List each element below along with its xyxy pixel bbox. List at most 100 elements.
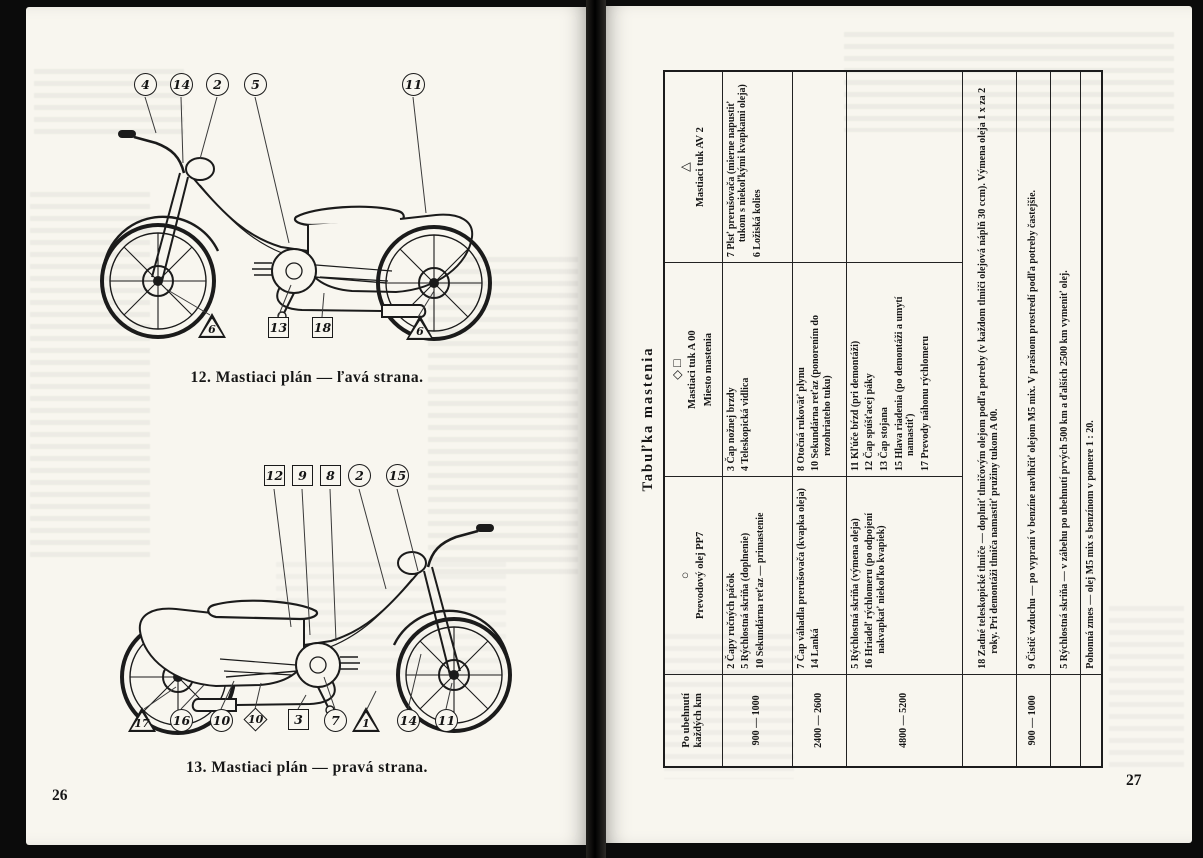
page-right: Tabuľka mastenia Po ubehnutí každých km …	[604, 6, 1192, 843]
book-spine	[586, 0, 606, 858]
lube-item: 13 Čap stojana	[878, 407, 890, 471]
header-lubrication-place: Miesto mastenia	[702, 332, 714, 407]
cell-note-air-cleaner: 9 Čistič vzduchu — po vypraní v benzíne …	[1016, 71, 1050, 675]
moped-illustration-right-side	[120, 488, 512, 735]
header-gear-oil: ○ Prevodový olej PP7	[664, 476, 722, 675]
km-cell: 900 — 1000	[722, 674, 792, 767]
lube-item: 14 Lanká	[810, 628, 822, 669]
lube-item: 5 Rýchlostná skriňa (doplnenie)	[740, 532, 752, 669]
moped-illustration-left-side	[100, 96, 492, 341]
cell-note-shock-absorbers: 18 Zadné teleskopické tlmiče — doplniť t…	[962, 71, 1016, 675]
cell-grease-a00: 3 Čap nožnej brzdy 4 Teleskopická vidlic…	[722, 262, 792, 477]
table-row: 2400 — 2600 7 Čap váhadla prerušovača (k…	[792, 71, 846, 767]
lube-item: 15 Hlava riadenia (po demontáži a umytí …	[893, 296, 917, 471]
lube-item: 17 Prevody náhonu rýchlomeru	[919, 335, 931, 471]
square-icon: □	[670, 359, 685, 367]
callout-square-3: 3	[288, 709, 309, 730]
km-cell	[1050, 674, 1080, 767]
header-grease-av2-label: Mastiaci tuk AV 2	[694, 127, 706, 208]
table-row: 18 Zadné teleskopické tlmiče — doplniť t…	[962, 71, 1016, 767]
table-row: 5 Rýchlostná skriňa — v zábehu po ubehnu…	[1050, 71, 1080, 767]
figure-caption-12: 12. Mastiaci plán — ľavá strana.	[190, 369, 424, 386]
page-number-right: 27	[1126, 772, 1142, 789]
table-row: 4800 — 5200 5 Rýchlostná skriňa (výmena …	[846, 71, 962, 767]
table-row: 900 — 1000 2 Čapy ručných páčok 5 Rýchlo…	[722, 71, 792, 767]
lube-item: 10 Sekundárna reťaz — primastenie	[754, 512, 766, 669]
cell-note-gearbox-run-in: 5 Rýchlostná skriňa — v zábehu po ubehnu…	[1050, 71, 1080, 675]
header-grease-av2: △ Mastiaci tuk AV 2	[664, 71, 722, 263]
callout-circle-14: 14	[170, 73, 193, 96]
cell-gear-oil: 5 Rýchlostná skriňa (výmena oleja) 16 Hr…	[846, 476, 962, 675]
callout-circle-2: 2	[206, 73, 229, 96]
cell-grease-a00: 11 Kľúče bŕzd (pri demontáži) 12 Čap spú…	[846, 262, 962, 477]
table-row: 900 — 1000 9 Čistič vzduchu — po vypraní…	[1016, 71, 1050, 767]
header-grease-a00-label: Mastiaci tuk A 00	[686, 330, 698, 409]
callout-circle-15: 15	[386, 464, 409, 487]
cell-grease-av2: 7 Plsť prerušovača (mierne napustiť tuko…	[722, 71, 792, 263]
lube-item: 5 Rýchlostná skriňa — v zábehu po ubehnu…	[1059, 270, 1071, 669]
callout-circle-11: 11	[435, 709, 458, 732]
lube-item: 5 Rýchlostná skriňa (výmena oleja)	[849, 518, 861, 669]
lube-item: Pohonná zmes — olej M5 mix s benzínom v …	[1084, 420, 1096, 669]
callout-circle-10: 10	[210, 709, 233, 732]
cell-grease-av2	[846, 71, 962, 263]
callout-leader-lines	[144, 96, 435, 318]
cell-gear-oil: 2 Čapy ručných páčok 5 Rýchlostná skriňa…	[722, 476, 792, 675]
figure-lubrication-plan-left-side: 4 14 2 5 11 6 13 18 6	[76, 65, 526, 365]
lube-item: 3 Čap nožnej brzdy	[725, 387, 737, 471]
table-header-row: Po ubehnutí každých km ○ Prevodový olej …	[664, 71, 722, 767]
lube-item: 16 Hriadeľ rýchlomeru (po odpojení nakva…	[864, 512, 887, 669]
callout-triangle-6: 6	[198, 313, 226, 338]
callout-square-9: 9	[292, 465, 313, 486]
triangle-icon: △	[678, 162, 693, 172]
lubrication-table: Po ubehnutí každých km ○ Prevodový olej …	[663, 70, 1103, 768]
lube-item: 7 Čap váhadla prerušovača (kvapka oleja)	[795, 488, 807, 669]
km-cell: 900 — 1000	[1016, 674, 1050, 767]
lubrication-table-rotated: Tabuľka mastenia Po ubehnutí každých km …	[640, 70, 1103, 768]
callout-circle-7: 7	[324, 709, 347, 732]
callout-circle-5: 5	[244, 73, 267, 96]
lube-item: 6 Ložiská kolies	[751, 189, 763, 258]
lube-item: 9 Čistič vzduchu — po vypraní v benzíne …	[1027, 189, 1039, 669]
callout-square-13: 13	[268, 317, 289, 338]
callout-square-12: 12	[264, 465, 285, 486]
callout-triangle-17: 17	[128, 707, 156, 732]
km-cell	[1080, 674, 1102, 767]
callout-square-8: 8	[320, 465, 341, 486]
cell-grease-a00: 8 Otočná rukoväť plynu 10 Sekundárna reť…	[792, 262, 846, 477]
callout-circle-2: 2	[348, 464, 371, 487]
table-title: Tabuľka mastenia	[640, 346, 656, 492]
lube-item: 10 Sekundárna reťaz (ponorením do rozohr…	[810, 315, 833, 471]
cell-note-fuel-mixture: Pohonná zmes — olej M5 mix s benzínom v …	[1080, 71, 1102, 675]
km-cell	[962, 674, 1016, 767]
page-left: 4 14 2 5 11 6 13 18 6 12. Mastiaci plán …	[26, 7, 588, 845]
km-cell: 2400 — 2600	[792, 674, 846, 767]
lube-item: 11 Kľúče bŕzd (pri demontáži)	[849, 340, 861, 471]
bleed-through-text	[1109, 606, 1184, 771]
callout-circle-16: 16	[170, 709, 193, 732]
cell-gear-oil: 7 Čap váhadla prerušovača (kvapka oleja)…	[792, 476, 846, 675]
callout-triangle-1: 1	[352, 707, 380, 732]
km-cell: 4800 — 5200	[846, 674, 962, 767]
header-km: Po ubehnutí každých km	[664, 674, 722, 767]
lube-item: 8 Otočná rukoväť plynu	[795, 367, 807, 471]
lube-item: 12 Čap spúšťacej páky	[864, 373, 876, 471]
lube-item: 7 Plsť prerušovača (mierne napustiť tuko…	[725, 84, 749, 258]
figure-caption-13: 13. Mastiaci plán — pravá strana.	[186, 759, 428, 776]
callout-circle-4: 4	[134, 73, 157, 96]
callout-leader-lines	[143, 488, 453, 710]
callout-triangle-6: 6	[406, 315, 434, 340]
diamond-icon: ◇	[670, 370, 685, 380]
lube-item: 2 Čapy ručných páčok	[725, 572, 737, 669]
lube-item: 4 Teleskopická vidlica	[740, 377, 752, 471]
lube-item: 18 Zadné teleskopické tlmiče — doplniť t…	[977, 87, 1000, 669]
callout-circle-14: 14	[397, 709, 420, 732]
callout-square-18: 18	[312, 317, 333, 338]
callout-circle-11: 11	[402, 73, 425, 96]
header-gear-oil-label: Prevodový olej PP7	[694, 531, 706, 619]
header-grease-a00: ◇ □ Mastiaci tuk A 00 Miesto mastenia	[664, 262, 722, 477]
table-row: Pohonná zmes — olej M5 mix s benzínom v …	[1080, 71, 1102, 767]
figure-lubrication-plan-right-side: 12 9 8 2 15 17 16 10 10 3 7 1 14 11	[86, 459, 536, 759]
cell-grease-av2	[792, 71, 846, 263]
